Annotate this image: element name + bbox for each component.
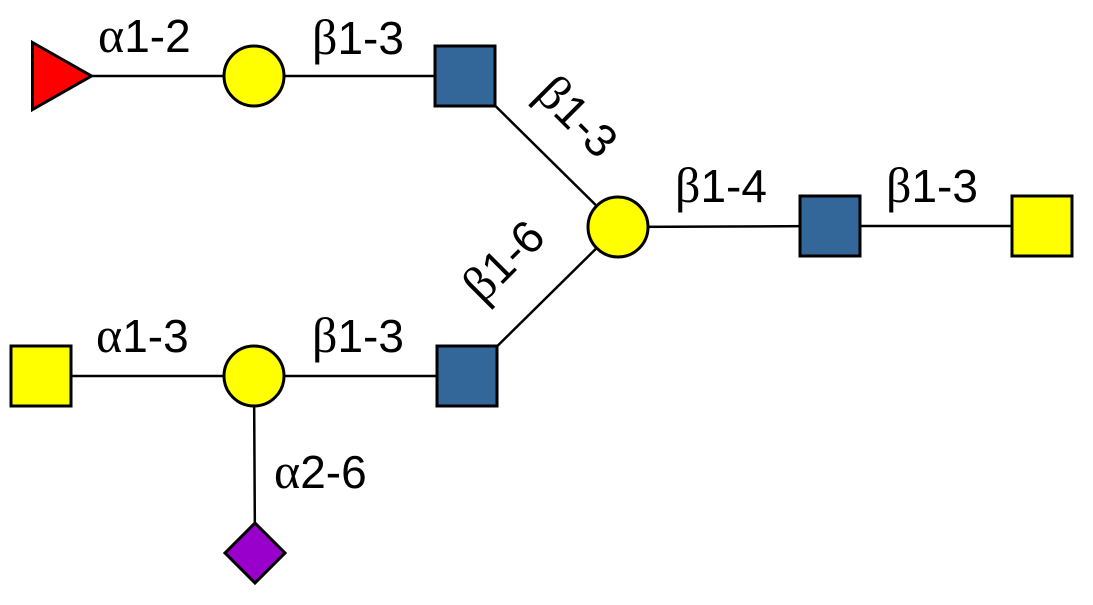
glcnac-square-icon: GlcNAc (433, 44, 497, 108)
linkage-label-beta1-4: β1-4 (675, 157, 767, 213)
linkage-positions: 1-3 (122, 310, 188, 362)
linkage-label-beta1-3: β1-3 (312, 9, 404, 65)
linkage-positions: 2-6 (300, 446, 366, 498)
linkage-lines (41, 74, 1042, 554)
linkage-positions: 1-3 (337, 12, 403, 64)
neu5ac-diamond-icon: Neu5Ac (222, 520, 288, 586)
linkage-label-beta1-3: β1-3 (886, 157, 978, 213)
linkage-line-gal_core-glcnac_right (617, 224, 831, 229)
monosaccharide-nodes: FucoseGalactoseGlcNAcGalactoseGlcNAcGalN… (9, 39, 1074, 586)
fucose-triangle-icon: Fucose (31, 39, 95, 113)
anomer-symbol: α (96, 307, 122, 363)
anomer-symbol: β (886, 157, 911, 213)
linkage-label-alpha2-6: α2-6 (274, 443, 367, 499)
linkage-positions: 1-4 (700, 160, 766, 212)
galactose-circle-icon: Galactose (222, 44, 286, 108)
galactose-circle-icon: Galactose (222, 344, 286, 408)
galnac-square-icon: GalNAc (9, 344, 73, 408)
anomer-symbol: α (98, 7, 124, 63)
linkage-label-alpha1-2: α1-2 (98, 7, 191, 63)
anomer-symbol: β (675, 157, 700, 213)
glcnac-square-icon: GlcNAc (435, 344, 499, 408)
linkage-label-beta1-6: β1-6 (451, 208, 556, 313)
linkage-label-beta1-3: β1-3 (312, 307, 404, 363)
anomer-symbol: β (312, 9, 337, 65)
linkage-positions: 1-3 (911, 160, 977, 212)
anomer-symbol: α (274, 443, 300, 499)
linkage-label-alpha1-3: α1-3 (96, 307, 189, 363)
anomer-symbol: β (312, 307, 337, 363)
galactose-circle-icon: Galactose (586, 195, 650, 259)
linkage-positions: 1-3 (337, 310, 403, 362)
linkage-positions: 1-2 (124, 10, 190, 62)
galnac-square-icon: GalNAc (1010, 194, 1074, 258)
glcnac-square-icon: GlcNAc (798, 194, 862, 258)
